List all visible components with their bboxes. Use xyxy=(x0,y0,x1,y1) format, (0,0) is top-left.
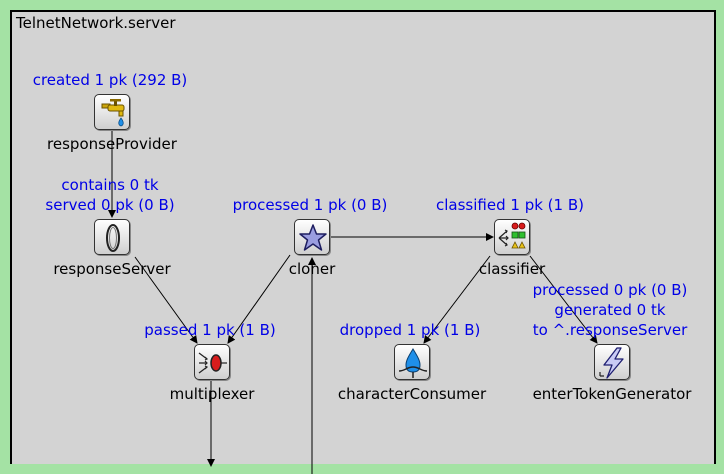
status-line: processed 1 pk (0 B) xyxy=(232,196,388,214)
star-icon[interactable] xyxy=(294,219,330,255)
status-line: generated 0 tk xyxy=(554,301,666,319)
status-line: served 0 pk (0 B) xyxy=(45,196,175,214)
multiplexer-icon[interactable] xyxy=(194,344,230,380)
status-response-provider: created 1 pk (292 B) xyxy=(33,70,188,90)
status-line: contains 0 tk xyxy=(61,176,159,194)
status-line: classified 1 pk (1 B) xyxy=(436,196,584,214)
connection-classifier-to-consumer xyxy=(423,255,491,344)
status-line: to ^.responseServer xyxy=(532,321,688,339)
status-enter-token-generator: processed 0 pk (0 B) generated 0 tk to ^… xyxy=(533,280,688,340)
module-label: responseServer xyxy=(53,260,171,278)
connection-classifier-to-generator xyxy=(529,255,598,344)
drop-sink-icon[interactable] xyxy=(394,344,430,380)
module-label: enterTokenGenerator xyxy=(532,385,692,403)
status-line: created 1 pk (292 B) xyxy=(32,71,188,89)
module-label: responseProvider xyxy=(47,135,177,153)
classifier-icon[interactable] xyxy=(494,219,530,255)
status-multiplexer: passed 1 pk (1 B) xyxy=(144,320,275,340)
module-label: cloner xyxy=(288,260,336,278)
status-line: passed 1 pk (1 B) xyxy=(144,321,276,339)
module-label: classifier xyxy=(478,260,546,278)
server-ring-icon[interactable] xyxy=(94,219,130,255)
status-line: dropped 1 pk (1 B) xyxy=(339,321,481,339)
connection-cloner-to-multiplexer xyxy=(227,254,291,344)
module-label: multiplexer xyxy=(169,385,255,403)
status-classifier: classified 1 pk (1 B) xyxy=(436,195,584,215)
status-character-consumer: dropped 1 pk (1 B) xyxy=(340,320,481,340)
lightning-icon[interactable] xyxy=(594,344,630,380)
status-response-server: contains 0 tk served 0 pk (0 B) xyxy=(45,175,174,215)
faucet-icon[interactable] xyxy=(94,94,130,130)
connection-server-to-multiplexer xyxy=(134,256,198,344)
status-line: processed 0 pk (0 B) xyxy=(532,281,688,299)
network-title: TelnetNetwork.server xyxy=(16,14,176,32)
module-label: characterConsumer xyxy=(337,385,487,403)
status-cloner: processed 1 pk (0 B) xyxy=(233,195,388,215)
